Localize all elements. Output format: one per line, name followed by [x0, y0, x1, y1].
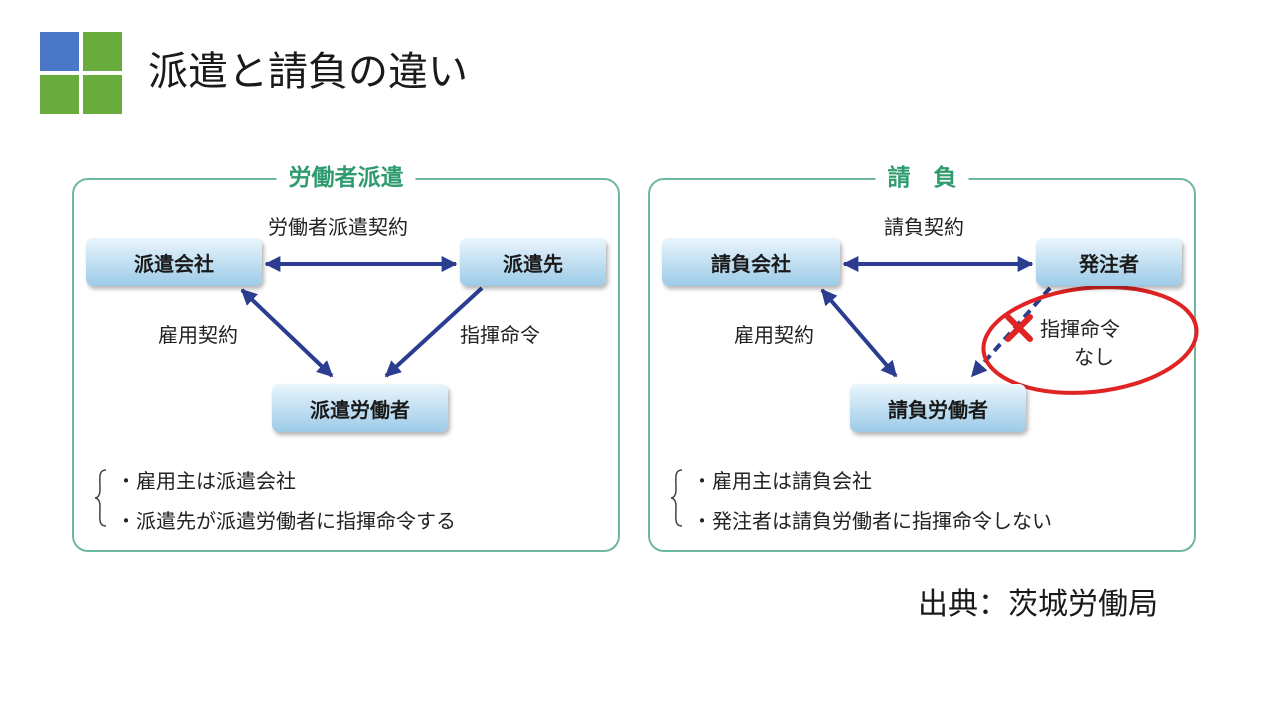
contracting-command-label-line1: 指揮命令 [1040, 317, 1120, 341]
dispatch-panel-title: 労働者派遣 [276, 160, 416, 196]
logo-square-blue [40, 32, 79, 71]
contracting-command-label-line2: なし [1074, 345, 1114, 369]
brace-icon [94, 469, 107, 527]
cross-icon [1005, 314, 1033, 342]
source-citation: 出典：茨城労働局 [918, 587, 1158, 622]
dispatch-contract-label: 労働者派遣契約 [268, 215, 408, 239]
contracting-contract-label: 請負契約 [884, 215, 964, 239]
dispatch-note-1: ・雇用主は派遣会社 [116, 469, 296, 493]
contracting-panel-title: 請 負 [875, 160, 969, 196]
dispatch-employment-label: 雇用契約 [158, 323, 238, 347]
dispatch-client-node: 派遣先 [460, 238, 606, 286]
contracting-arrows [820, 256, 1199, 395]
brace-icon [670, 469, 683, 527]
highlight-circle [981, 285, 1199, 395]
logo-square-green [83, 75, 122, 114]
contracting-worker-node: 請負労働者 [850, 384, 1026, 432]
dispatch-note-2: ・派遣先が派遣労働者に指揮命令する [116, 509, 456, 533]
dispatch-arrows [240, 256, 484, 378]
logo-square-green [83, 32, 122, 71]
dispatch-company-node: 派遣会社 [86, 238, 262, 286]
contracting-employment-arrow [820, 288, 898, 378]
dispatch-employment-arrow [240, 288, 334, 378]
contracting-panel: 請 負 請負会社 発注者 請負労働者 請負契約 雇用契約 指揮命令 なし ・雇用… [648, 160, 1199, 552]
logo-squares-icon [40, 32, 122, 114]
contracting-employment-label: 雇用契約 [734, 323, 814, 347]
dispatch-command-arrow [384, 286, 484, 378]
dispatch-command-label: 指揮命令 [460, 323, 540, 347]
logo-square-green [40, 75, 79, 114]
dispatch-panel: 労働者派遣 派遣会社 派遣先 派遣労働者 労働者派遣契約 雇用契約 指揮命令 ・… [72, 160, 620, 552]
contracting-note-1: ・雇用主は請負会社 [692, 469, 872, 493]
dispatch-worker-node: 派遣労働者 [272, 384, 448, 432]
contracting-client-node: 発注者 [1036, 238, 1182, 286]
slide-title: 派遣と請負の違い [148, 49, 468, 95]
contracting-company-node: 請負会社 [662, 238, 840, 286]
contracting-note-2: ・発注者は請負労働者に指揮命令しない [692, 509, 1052, 533]
